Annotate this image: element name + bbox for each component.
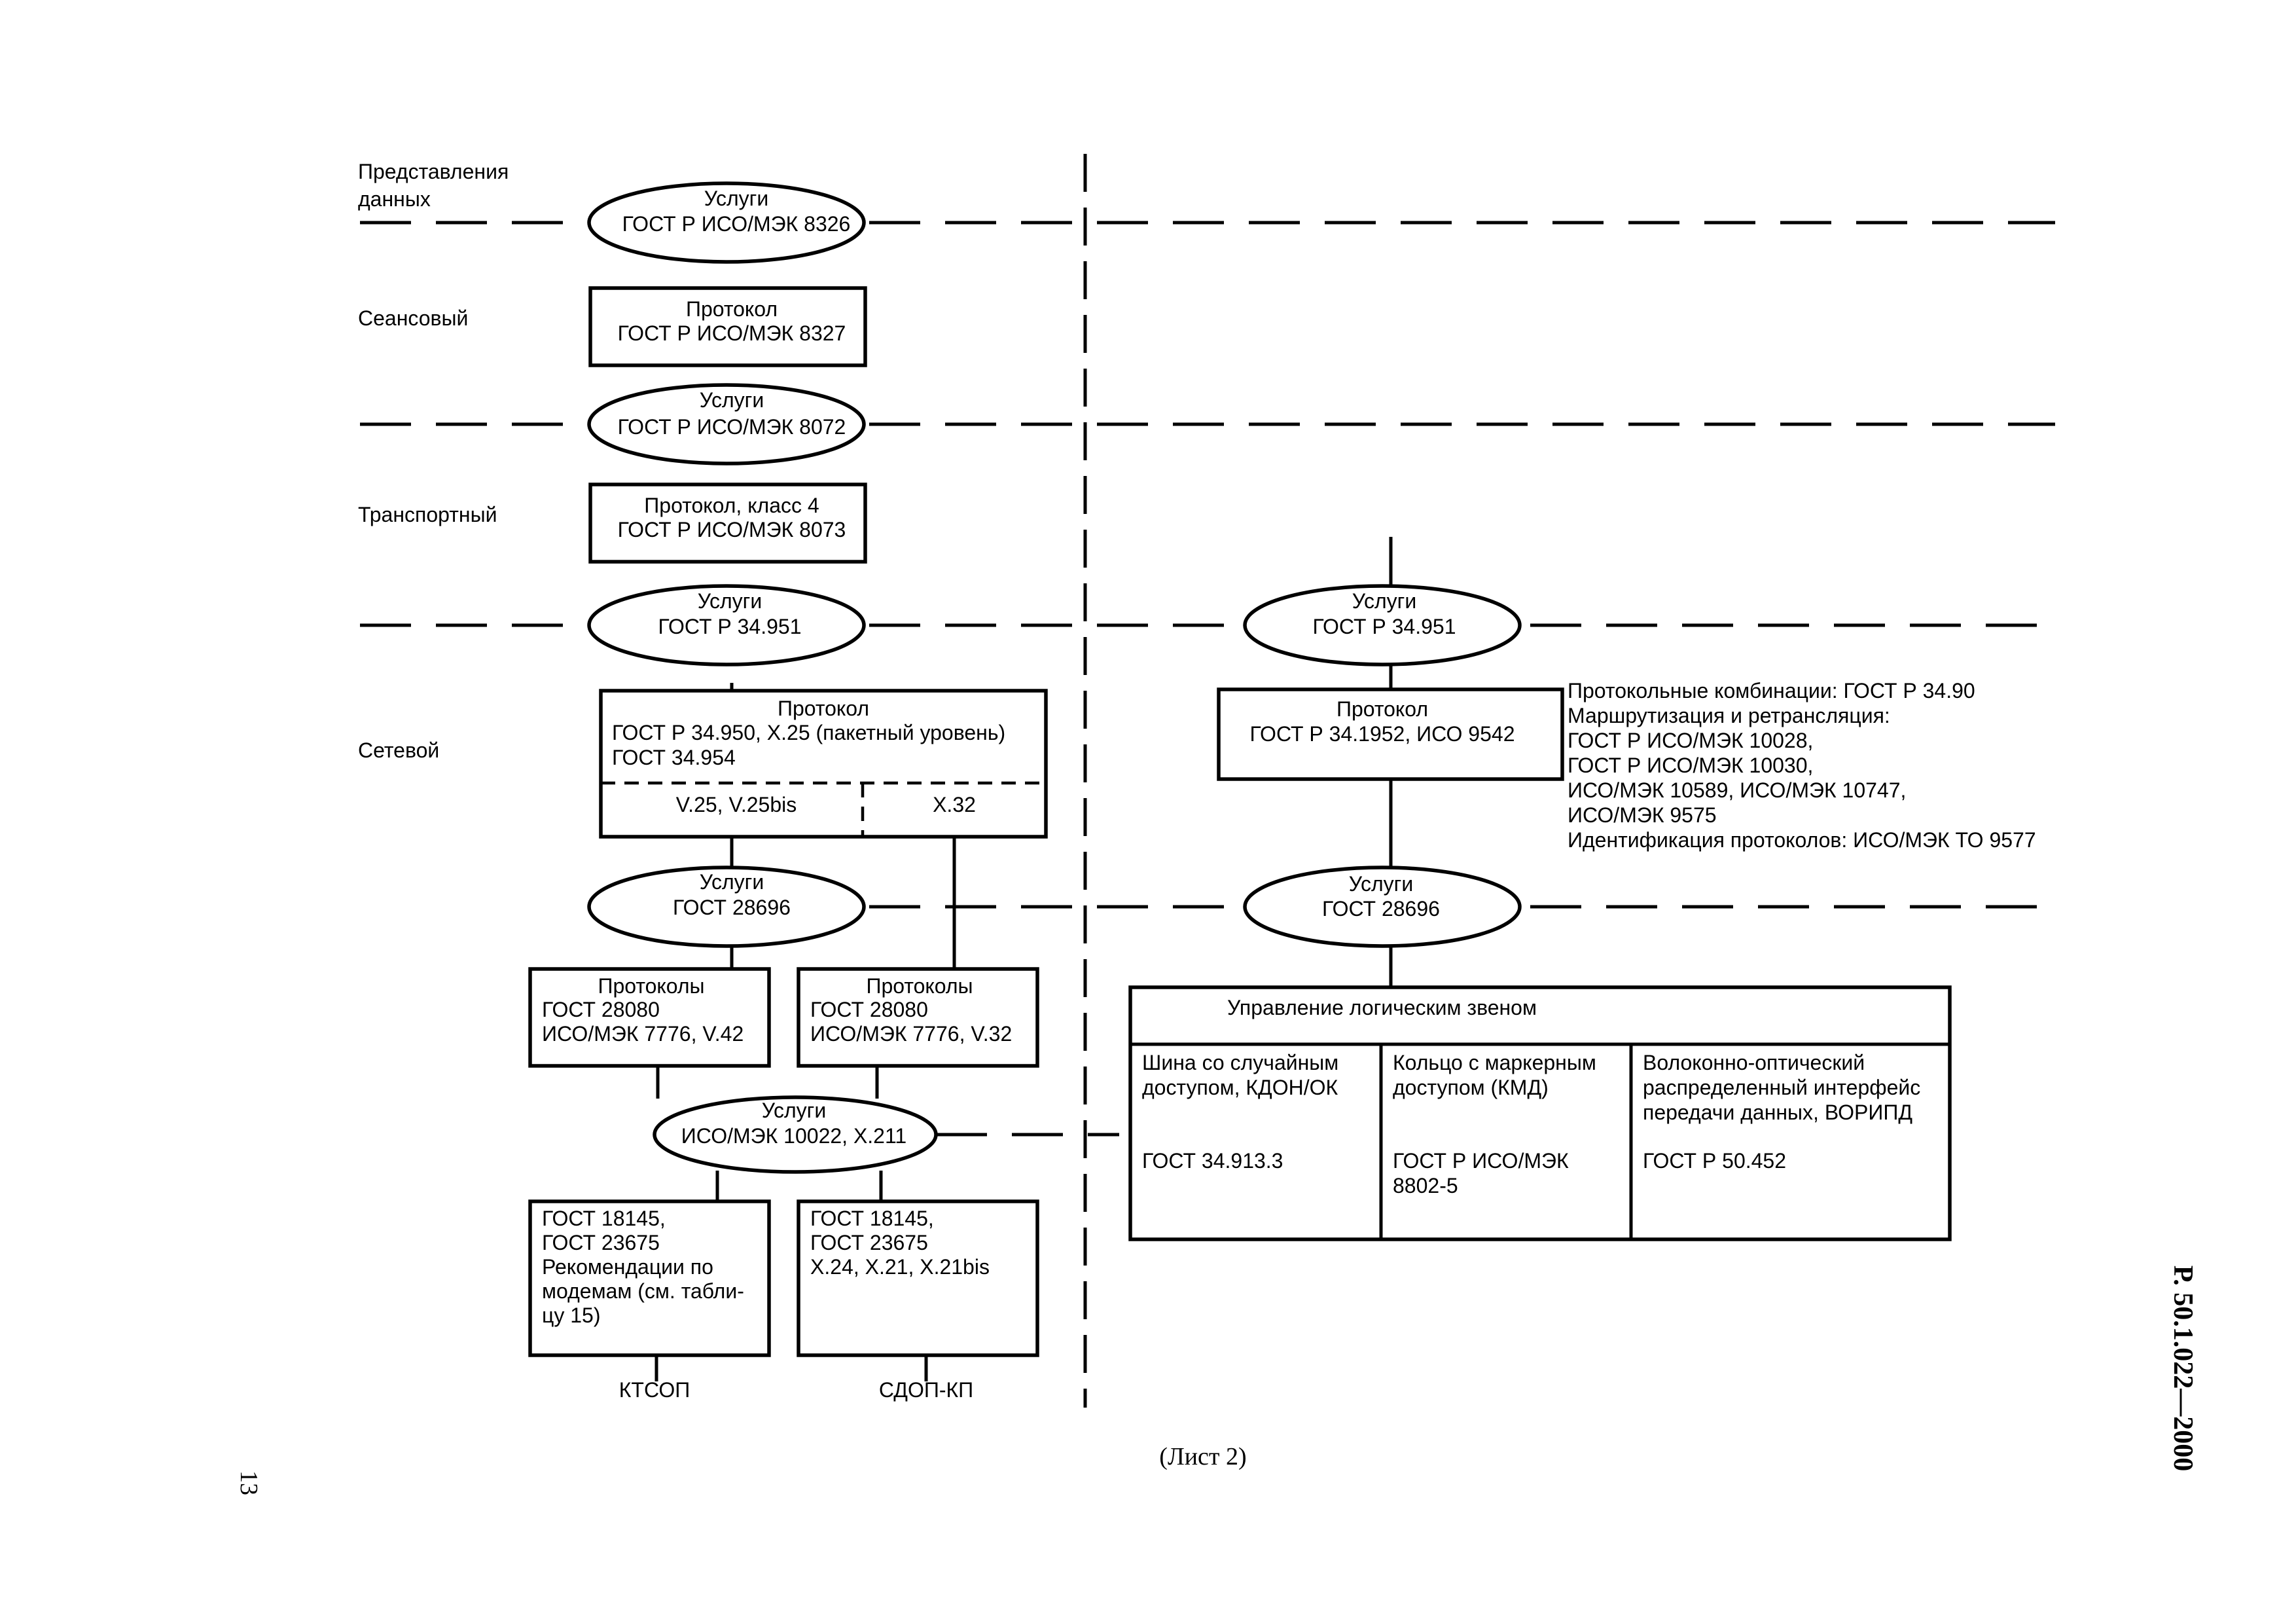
protocols-v32-std-2: ИСО/МЭК 7776, V.32 <box>810 1022 1012 1046</box>
ellipse-services-34951 <box>587 584 866 666</box>
notes-line-1: Протокольные комбинации: ГОСТ Р 34.90 <box>1568 679 1975 702</box>
box-llc <box>1128 985 1952 1241</box>
right-services-34951-std: ГОСТ Р 34.951 <box>1312 615 1456 638</box>
box-protocols-v42 <box>528 967 771 1068</box>
physical-sdop-1: ГОСТ 18145, <box>810 1207 934 1230</box>
box-right-protocol <box>1217 687 1564 781</box>
llc-col2-std-1: ГОСТ Р ИСО/МЭК <box>1393 1149 1569 1173</box>
box-physical-ktsop <box>528 1199 771 1357</box>
layer-label-transport: Транспортный <box>358 503 497 526</box>
notes-line-4: ГОСТ Р ИСО/МЭК 10030, <box>1568 754 1813 777</box>
right-services-34951-title: Услуги <box>1352 589 1416 613</box>
services-8072-title: Услуги <box>700 388 764 412</box>
layer-label-network: Сетевой <box>358 739 439 762</box>
right-services-28696-title: Услуги <box>1349 872 1413 896</box>
right-protocol-title: Протокол <box>1336 697 1428 721</box>
notes-line-6: ИСО/МЭК 9575 <box>1568 803 1717 827</box>
sheet-label: (Лист 2) <box>1159 1443 1246 1470</box>
notes-line-2: Маршрутизация и ретрансляция: <box>1568 704 1890 727</box>
notes-line-7: Идентификация протоколов: ИСО/МЭК ТО 957… <box>1568 828 2036 852</box>
network-protocol-std-1: ГОСТ Р 34.950, X.25 (пакетный уровень) <box>612 721 1005 744</box>
box-protocol-8327 <box>588 286 867 367</box>
protocols-v32-std-1: ГОСТ 28080 <box>810 998 928 1021</box>
notes-line-5: ИСО/МЭК 10589, ИСО/МЭК 10747, <box>1568 778 1906 802</box>
document-code: Р. 50.1.022—2000 <box>2168 1266 2198 1471</box>
llc-col1-2: доступом, КДОН/ОК <box>1142 1076 1338 1099</box>
ellipse-services-8072 <box>587 383 866 465</box>
services-8326-std: ГОСТ Р ИСО/МЭК 8326 <box>622 212 851 236</box>
services-8326-title: Услуги <box>704 187 768 210</box>
ellipse-services-8326 <box>587 181 866 264</box>
llc-col3-2: распределенный интерфейс <box>1643 1076 1920 1099</box>
protocols-v42-std-1: ГОСТ 28080 <box>542 998 660 1021</box>
layer-label-session: Сеансовый <box>358 306 468 330</box>
box-physical-sdop <box>797 1199 1039 1357</box>
physical-ktsop-1: ГОСТ 18145, <box>542 1207 666 1230</box>
network-sdop-label: СДОП-КП <box>879 1378 973 1402</box>
box-protocols-v32 <box>797 967 1039 1068</box>
layer-label-presentation-2: данных <box>358 187 431 211</box>
ellipse-services-28696 <box>587 866 866 948</box>
network-protocol-title: Протокол <box>778 697 869 720</box>
services-10022-title: Услуги <box>762 1099 826 1122</box>
ellipse-right-services-28696 <box>1243 866 1522 948</box>
protocols-v42-std-2: ИСО/МЭК 7776, V.42 <box>542 1022 744 1046</box>
network-protocol-std-2: ГОСТ 34.954 <box>612 746 736 769</box>
right-services-28696-std: ГОСТ 28696 <box>1322 897 1440 921</box>
protocol-8073-title: Протокол, класс 4 <box>644 494 819 517</box>
protocols-v32-title: Протоколы <box>866 974 973 998</box>
protocol-notes: Протокольные комбинации: ГОСТ Р 34.90 Ма… <box>1568 679 2036 852</box>
llc-col1-std: ГОСТ 34.913.3 <box>1142 1149 1283 1173</box>
box-network-protocol <box>599 689 1048 839</box>
services-10022-std: ИСО/МЭК 10022, X.211 <box>681 1124 906 1148</box>
connectors <box>655 537 1393 1381</box>
protocol-8327-std: ГОСТ Р ИСО/МЭК 8327 <box>618 321 846 345</box>
physical-ktsop-3: Рекомендации по <box>542 1255 713 1279</box>
services-28696-title: Услуги <box>700 870 764 894</box>
ellipse-services-10022 <box>653 1095 938 1174</box>
physical-sdop-2: ГОСТ 23675 <box>810 1231 928 1254</box>
sub-x32: X.32 <box>933 793 976 816</box>
services-34951-std: ГОСТ Р 34.951 <box>658 615 801 638</box>
llc-col2-2: доступом (КМД) <box>1393 1076 1549 1099</box>
layer-boundaries <box>360 221 2055 1137</box>
notes-line-3: ГОСТ Р ИСО/МЭК 10028, <box>1568 729 1813 752</box>
protocols-v42-title: Протоколы <box>598 974 704 998</box>
protocol-8327-title: Протокол <box>686 297 778 321</box>
services-34951-title: Услуги <box>698 589 762 613</box>
llc-col3-3: передачи данных, ВОРИПД <box>1643 1101 1912 1124</box>
page-number: 13 <box>235 1470 262 1495</box>
protocol-8073-std: ГОСТ Р ИСО/МЭК 8073 <box>618 518 846 541</box>
llc-col2-1: Кольцо с маркерным <box>1393 1051 1596 1074</box>
physical-ktsop-2: ГОСТ 23675 <box>542 1231 660 1254</box>
services-8072-std: ГОСТ Р ИСО/МЭК 8072 <box>618 415 846 439</box>
physical-ktsop-4: модемам (см. табли- <box>542 1279 744 1303</box>
box-protocol-8073 <box>588 483 867 564</box>
llc-col3-std: ГОСТ Р 50.452 <box>1643 1149 1786 1173</box>
services-28696-std: ГОСТ 28696 <box>673 896 791 919</box>
network-ktsop-label: КТСОП <box>619 1378 690 1402</box>
layer-label-presentation: Представления <box>358 160 509 183</box>
llc-col3-1: Волоконно-оптический <box>1643 1051 1865 1074</box>
ellipse-right-services-34951 <box>1243 584 1522 666</box>
right-protocol-std: ГОСТ Р 34.1952, ИСО 9542 <box>1250 722 1515 746</box>
llc-title: Управление логическим звеном <box>1227 996 1537 1019</box>
llc-col1-1: Шина со случайным <box>1142 1051 1338 1074</box>
physical-ktsop-5: цу 15) <box>542 1304 600 1327</box>
sub-v25: V.25, V.25bis <box>676 793 797 816</box>
physical-sdop-3: X.24, X.21, X.21bis <box>810 1255 990 1279</box>
llc-col2-std-2: 8802-5 <box>1393 1174 1458 1197</box>
